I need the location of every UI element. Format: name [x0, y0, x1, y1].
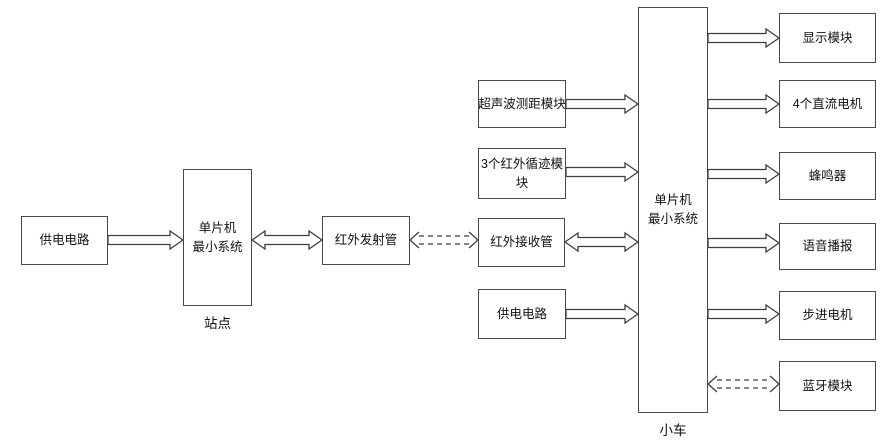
- arrow-mcu-to-voice: [707, 232, 781, 254]
- arrow-station-power-to-mcu: [107, 229, 185, 251]
- node-car-power-circuit: 供电电路: [478, 289, 566, 339]
- dashed-arrow-ir-link: [409, 231, 479, 249]
- arrow-mcu-to-stepper: [707, 303, 781, 325]
- arrow-mcu-to-display: [707, 27, 781, 49]
- node-car-mcu-minimal-system: 单片机 最小系统: [638, 7, 708, 413]
- node-ultrasonic-ranging-module: 超声波测距模块: [478, 80, 566, 128]
- node-display-module: 显示模块: [779, 13, 876, 63]
- arrow-ultrasonic-to-mcu: [565, 93, 640, 115]
- caption-car: 小车: [659, 423, 687, 438]
- arrow-car-power-to-mcu: [565, 303, 640, 325]
- arrow-station-mcu-ir-transmitter: [250, 229, 324, 251]
- dashed-arrow-bluetooth-link: [707, 375, 780, 393]
- node-ir-transmitter: 红外发射管: [322, 216, 410, 265]
- node-buzzer: 蜂鸣器: [779, 152, 876, 200]
- node-station-power-circuit: 供电电路: [21, 216, 108, 265]
- arrow-ir-receiver-mcu: [563, 231, 640, 253]
- arrow-ir-tracking-to-mcu: [565, 161, 640, 183]
- node-ir-tracking-modules: 3个红外循迹模 块: [478, 148, 566, 199]
- arrow-mcu-to-dc-motors: [707, 93, 781, 115]
- caption-station: 站点: [204, 316, 231, 331]
- node-station-mcu-minimal-system: 单片机 最小系统: [183, 169, 252, 306]
- node-bluetooth-module: 蓝牙模块: [779, 361, 876, 411]
- node-voice-broadcast: 语音播报: [779, 223, 876, 270]
- node-stepper-motor: 步进电机: [779, 291, 876, 340]
- node-ir-receiver: 红外接收管: [478, 218, 565, 267]
- arrow-mcu-to-buzzer: [707, 163, 781, 185]
- node-dc-motors: 4个直流电机: [779, 80, 876, 128]
